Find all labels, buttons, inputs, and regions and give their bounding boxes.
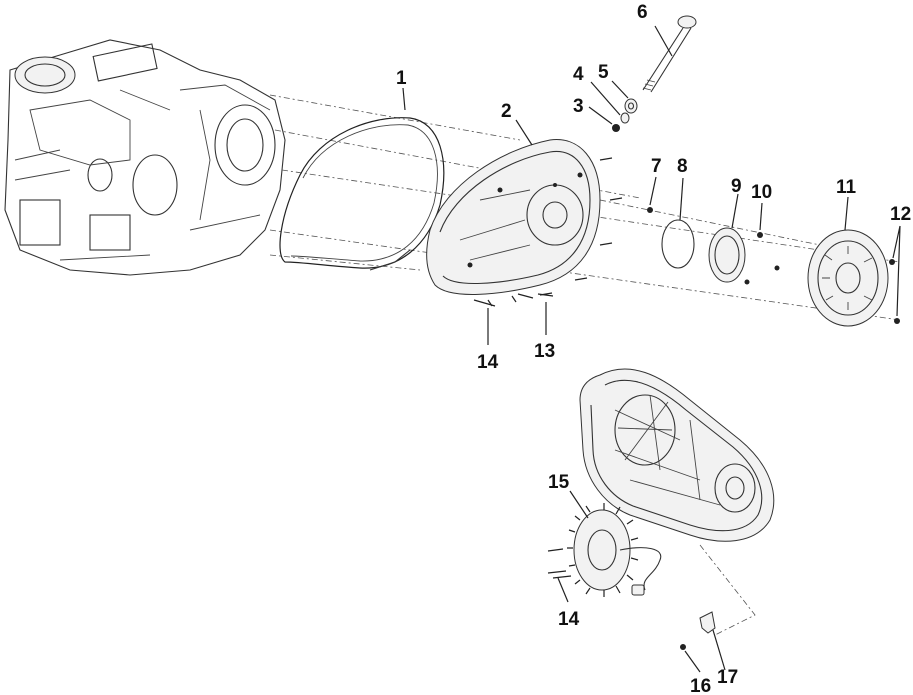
callout-labels: 1 2 3 4 5 6 7 8 9 10 11 12 13 14 14 15 1… bbox=[396, 2, 911, 695]
callout-3: 3 bbox=[573, 96, 584, 117]
rotor-plate bbox=[807, 229, 889, 327]
plug-and-washers bbox=[612, 15, 697, 132]
seal-and-bearing-parts bbox=[647, 207, 900, 327]
inner-cover bbox=[579, 368, 775, 542]
callout-14-upper: 14 bbox=[477, 352, 499, 373]
gasket bbox=[279, 117, 445, 271]
callout-13: 13 bbox=[534, 341, 555, 362]
callout-8: 8 bbox=[677, 156, 688, 177]
outer-cover bbox=[426, 139, 601, 295]
callout-5: 5 bbox=[598, 62, 609, 83]
callout-4: 4 bbox=[573, 64, 584, 85]
plug bbox=[612, 124, 620, 132]
callout-17: 17 bbox=[717, 667, 738, 688]
bolt-long bbox=[642, 15, 697, 93]
callout-10: 10 bbox=[751, 182, 772, 203]
callout-12: 12 bbox=[890, 204, 911, 225]
bracket-and-screw bbox=[680, 611, 716, 650]
cover-screws bbox=[473, 293, 554, 307]
washer-small bbox=[620, 112, 630, 124]
stator bbox=[567, 503, 662, 597]
callout-16: 16 bbox=[690, 676, 711, 695]
callout-9: 9 bbox=[731, 176, 742, 197]
callout-1: 1 bbox=[396, 68, 407, 89]
callout-6: 6 bbox=[637, 2, 648, 23]
callout-14-lower: 14 bbox=[558, 609, 580, 630]
o-ring bbox=[661, 219, 695, 269]
washer bbox=[624, 98, 638, 114]
callout-7: 7 bbox=[651, 156, 662, 177]
stator-screws bbox=[547, 548, 572, 579]
callout-15: 15 bbox=[548, 472, 570, 493]
callout-11: 11 bbox=[836, 177, 857, 198]
leader-lines bbox=[402, 25, 901, 673]
engine-block bbox=[4, 39, 286, 276]
callout-2: 2 bbox=[501, 101, 512, 122]
